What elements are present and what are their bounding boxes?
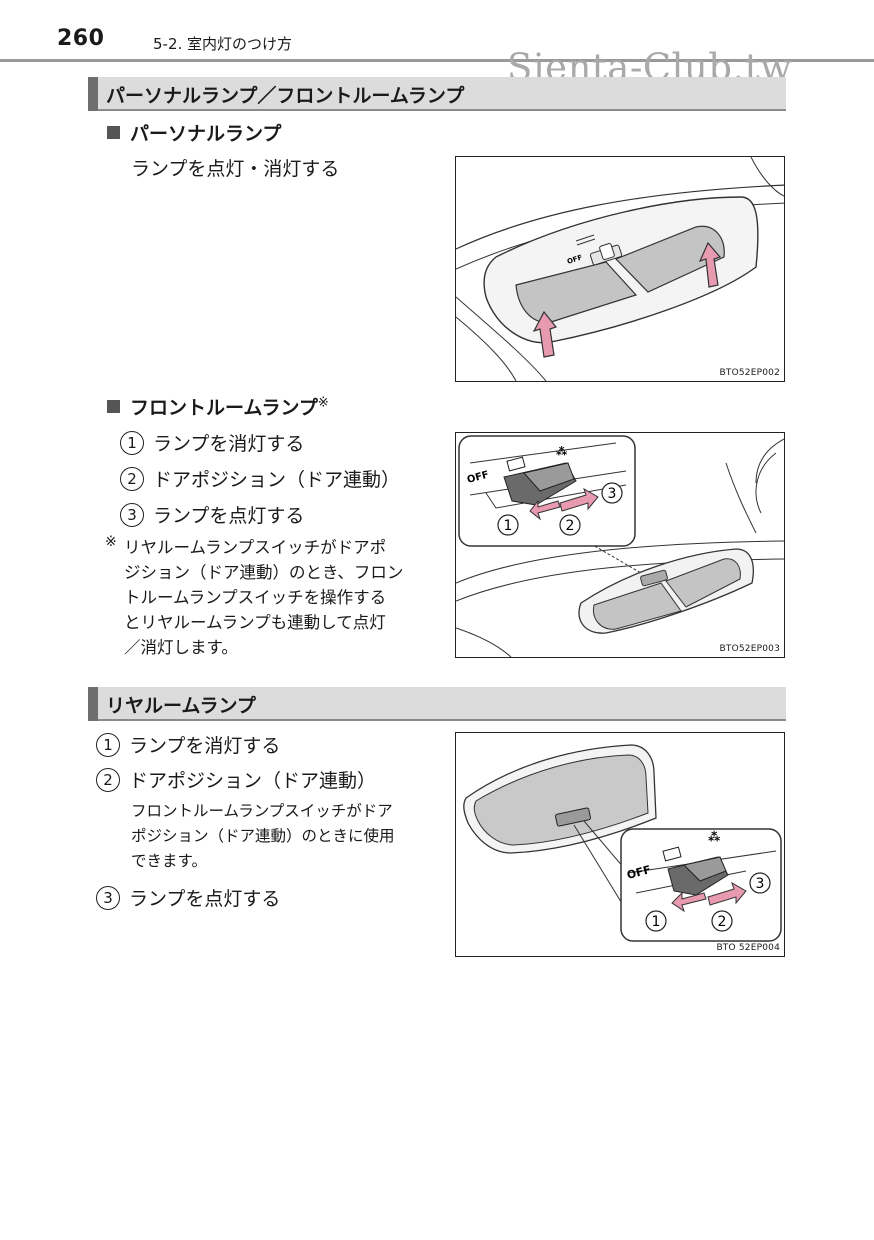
fig-num-2: 2	[566, 518, 575, 534]
item-text: ランプを消灯する	[153, 433, 305, 455]
section-bar	[88, 77, 98, 111]
figure-personal-lamp: OFF BTO52EP002	[455, 156, 785, 382]
item-text: ドアポジション（ドア連動）	[129, 770, 377, 792]
figure-front-room-lamp: OFF ⁂ 1 2 3 BTO52EP003	[455, 432, 785, 658]
item-text: ランプを点灯する	[129, 888, 281, 910]
circled-number: 2	[96, 767, 120, 792]
note-mark: ※	[105, 534, 117, 550]
figure-code: BTO52EP002	[719, 368, 780, 378]
section-heading-rear-room-lamp: リヤルームランプ	[88, 687, 786, 721]
list-item: 1 ランプを消灯する	[120, 429, 304, 456]
fig-off-label: OFF	[625, 863, 652, 882]
fig-num-1: 1	[652, 914, 661, 930]
list-item: 3 ランプを点灯する	[120, 501, 304, 528]
subheading-front-room-lamp: フロントルームランプ※	[107, 393, 329, 420]
footnote-mark: ※	[317, 395, 329, 411]
section-title: リヤルームランプ	[106, 695, 256, 717]
item-text: ランプを点灯する	[153, 505, 305, 527]
page-number: 260	[57, 26, 105, 51]
list-item: 1 ランプを消灯する	[96, 731, 280, 758]
note-line: できます。	[131, 852, 207, 870]
note-line: ジション（ドア連動）のとき、フロン	[124, 563, 404, 582]
rear-lamp-door-note: フロントルームランプスイッチがドア ポジション（ドア連動）のときに使用 できます…	[131, 799, 441, 874]
note-line: ／消灯します。	[124, 638, 238, 657]
item-text: ランプを消灯する	[129, 735, 281, 757]
note-line: トルームランプスイッチを操作する	[124, 588, 387, 607]
circled-number: 1	[96, 732, 120, 757]
square-bullet-icon	[107, 400, 120, 413]
section-heading-personal-front: パーソナルランプ／フロントルームランプ	[88, 77, 786, 111]
chapter-title: 5-2. 室内灯のつけ方	[153, 35, 293, 53]
list-item: 3 ランプを点灯する	[96, 884, 280, 911]
circled-number: 3	[96, 885, 120, 910]
personal-lamp-text: ランプを点灯・消灯する	[131, 158, 340, 180]
fig-num-1: 1	[504, 518, 513, 534]
figure-rear-room-lamp: OFF ⁂ 1 2 3 BTO 52EP004	[455, 732, 785, 957]
square-bullet-icon	[107, 126, 120, 139]
subheading-personal-lamp: パーソナルランプ	[107, 119, 281, 146]
svg-text:⁂: ⁂	[708, 830, 721, 844]
list-item: 2 ドアポジション（ドア連動）	[96, 766, 376, 793]
circled-number: 3	[120, 502, 144, 527]
figure-code: BTO52EP003	[719, 644, 780, 654]
note-line: フロントルームランプスイッチがドア	[131, 802, 393, 820]
circled-number: 2	[120, 466, 144, 491]
figure-code: BTO 52EP004	[716, 943, 780, 953]
subheading-text: パーソナルランプ	[130, 123, 282, 145]
item-text: ドアポジション（ドア連動）	[153, 469, 401, 491]
list-item: 2 ドアポジション（ドア連動）	[120, 465, 400, 492]
note-line: とリヤルームランプも連動して点灯	[124, 613, 386, 632]
note-line: リヤルームランプスイッチがドアポ	[124, 538, 387, 557]
front-lamp-note: リヤルームランプスイッチがドアポ ジション（ドア連動）のとき、フロン トルームラ…	[124, 535, 444, 660]
fig-num-2: 2	[718, 914, 727, 930]
fig-num-3: 3	[756, 876, 765, 892]
header-rule	[0, 59, 874, 62]
section-bar	[88, 687, 98, 721]
subheading-text: フロントルームランプ	[130, 397, 318, 419]
circled-number: 1	[120, 430, 144, 455]
svg-text:⁂: ⁂	[556, 445, 568, 458]
section-title: パーソナルランプ／フロントルームランプ	[106, 85, 465, 107]
fig-num-3: 3	[608, 486, 617, 502]
note-line: ポジション（ドア連動）のときに使用	[131, 827, 395, 845]
